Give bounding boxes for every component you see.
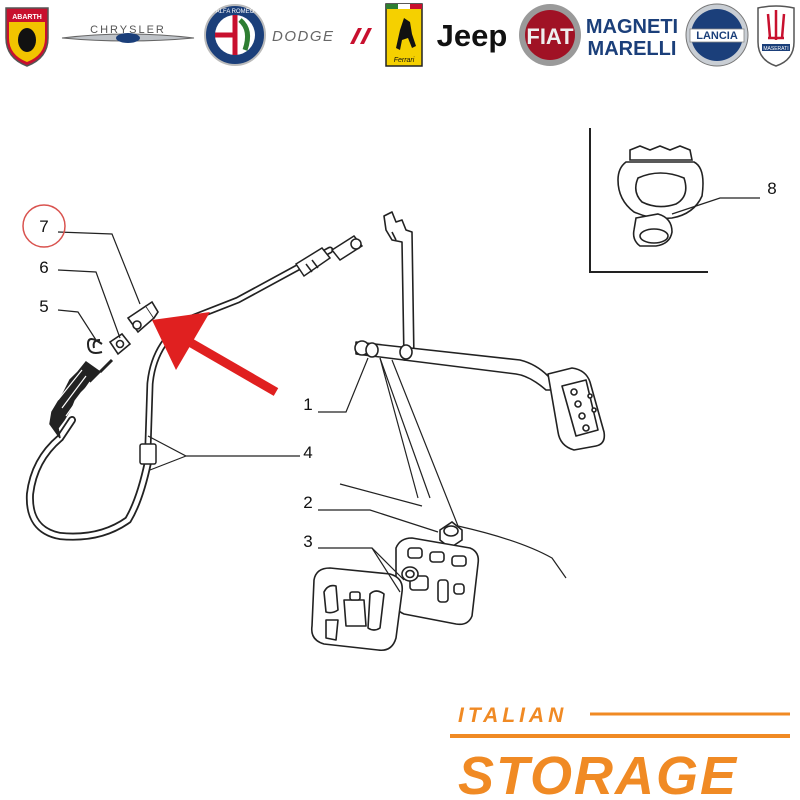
- red-arrow-icon: [152, 312, 279, 396]
- svg-text:ITALIAN: ITALIAN: [458, 704, 567, 727]
- magneti-marelli-logo: MAGNETI MARELLI: [586, 16, 678, 60]
- callout-6: 6: [39, 258, 48, 277]
- rubber-boot: [49, 358, 114, 439]
- maserati-logo: MASERATI: [757, 5, 795, 67]
- leader-line-8: [671, 197, 760, 215]
- brand-logo-strip: ABARTH CHRYSLER ALFA ROMEO DODGE Ferrari…: [5, 3, 795, 67]
- fiat-logo: FIAT: [519, 4, 581, 66]
- svg-text:ABARTH: ABARTH: [12, 14, 42, 21]
- svg-text:MAGNETI: MAGNETI: [586, 16, 678, 38]
- abarth-logo: ABARTH: [5, 7, 49, 67]
- pedal-lever-part-1: [354, 211, 606, 451]
- spacer-part-2: [439, 521, 463, 549]
- callout-7: 7: [39, 217, 48, 236]
- svg-text:Ferrari: Ferrari: [394, 57, 415, 64]
- part-6-nut: [108, 332, 132, 356]
- svg-text:CHRYSLER: CHRYSLER: [90, 24, 166, 36]
- svg-text:MASERATI: MASERATI: [763, 46, 788, 52]
- dodge-logo: DODGE: [272, 28, 372, 45]
- svg-text:STORAGE: STORAGE: [458, 746, 738, 800]
- alfa-romeo-logo: ALFA ROMEO: [204, 4, 266, 66]
- leader-lines: [57, 231, 567, 593]
- svg-text:MARELLI: MARELLI: [588, 38, 677, 60]
- callout-2: 2: [303, 493, 312, 512]
- svg-text:LANCIA: LANCIA: [696, 30, 738, 42]
- svg-text:FIAT: FIAT: [526, 24, 574, 49]
- callout-5: 5: [39, 297, 48, 316]
- inset-box: [589, 128, 708, 273]
- highlight-circle-7: [22, 204, 66, 248]
- bracket-part-3: [310, 537, 480, 652]
- svg-text:Jeep: Jeep: [437, 18, 508, 53]
- italian-storage-logo: ITALIAN STORAGE: [450, 704, 790, 800]
- part-7-fitting: [126, 300, 159, 334]
- parts-diagram: 7 6 5 4 1 2 3 8 ITALIAN STORAGE: [22, 128, 790, 800]
- callout-4: 4: [303, 443, 312, 462]
- chrysler-logo: CHRYSLER: [61, 24, 195, 43]
- lancia-logo: LANCIA: [685, 3, 749, 67]
- svg-text:DODGE: DODGE: [272, 28, 335, 45]
- callout-3: 3: [303, 532, 312, 551]
- clip-part-8: [617, 145, 704, 247]
- cable-fittings: [49, 235, 364, 465]
- jeep-logo: Jeep: [437, 18, 508, 53]
- svg-text:ALFA ROMEO: ALFA ROMEO: [216, 9, 255, 15]
- callout-1: 1: [303, 395, 312, 414]
- callout-8: 8: [767, 179, 776, 198]
- part-5-clip: [86, 338, 103, 354]
- ferrari-logo: Ferrari: [385, 3, 423, 67]
